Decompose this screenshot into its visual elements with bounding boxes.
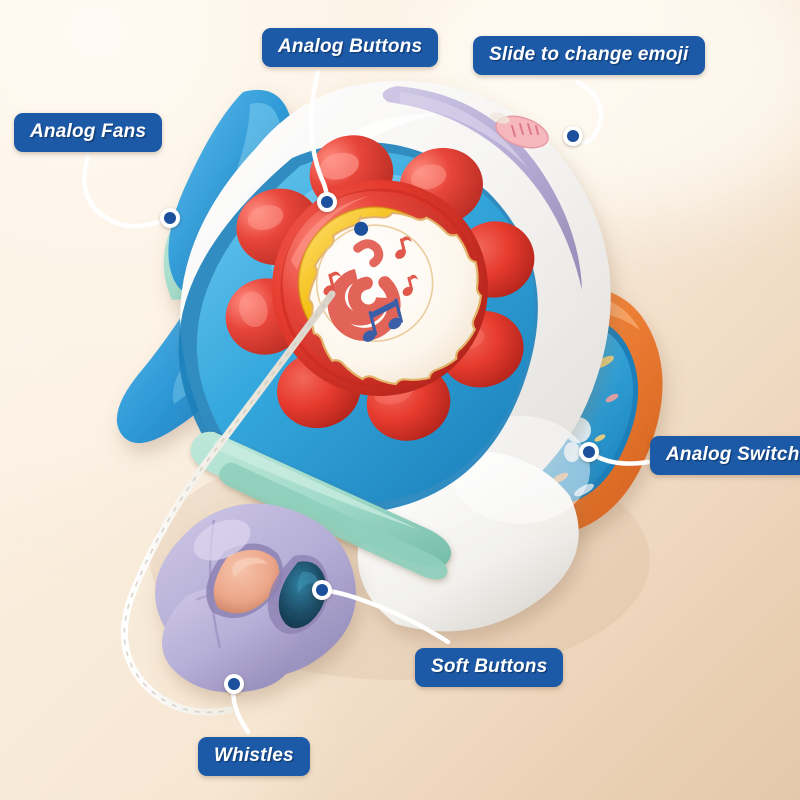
center-medallion [307,211,483,386]
connector-dot-whistles [224,674,244,694]
top-lavender-band [382,86,582,290]
pull-cord-twist [123,293,333,714]
analog-buttons-flower [225,135,535,441]
mint-strap [190,431,451,580]
callout-soft-buttons[interactable]: Soft Buttons [415,648,564,687]
connector-dot-analog-switch [579,442,599,462]
connector-dot-slide-emoji [563,126,583,146]
leader-analog-fans [82,153,173,229]
callout-whistles[interactable]: Whistles [198,737,310,776]
leader-soft-buttons [319,587,451,645]
connector-dot-analog-buttons [317,192,337,212]
connector-dot-analog-fans [160,208,180,228]
soft-button-peach [206,543,284,619]
callout-analog-switch[interactable]: Analog Switch [650,436,800,475]
callout-analog-buttons[interactable]: Analog Buttons [262,28,439,67]
callout-analog-fans[interactable]: Analog Fans [14,113,163,152]
music-note-blue-double [362,298,403,342]
emoji-slider-part[interactable] [489,110,552,154]
music-note-red-right2 [402,274,419,297]
connector-dot-soft-buttons [312,580,332,600]
whistle-cavity [267,555,329,635]
whistles-part [155,503,356,693]
music-note-red-right [395,236,412,259]
callout-slide-to-change-emoji[interactable]: Slide to change emoji [473,36,705,75]
